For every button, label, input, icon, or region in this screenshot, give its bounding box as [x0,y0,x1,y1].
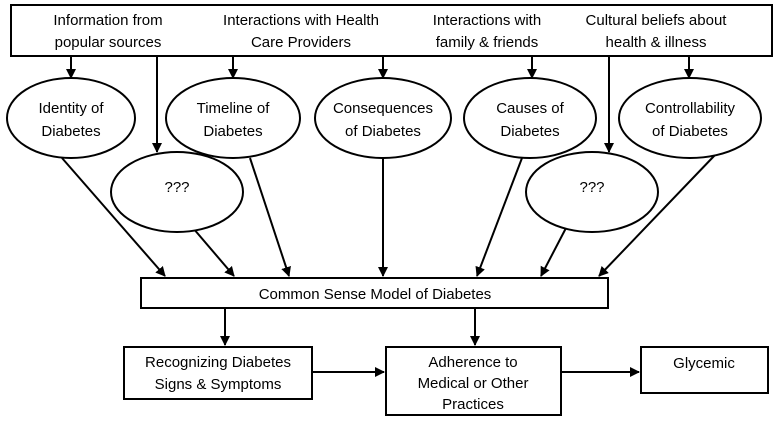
source-family-line-1: Interactions with [433,12,541,29]
ellipse-consequences: Consequences of Diabetes [314,77,452,159]
source-family-line-2: family & friends [436,34,539,51]
edge-identity-model [61,157,166,277]
ellipse-unknown-1: ??? [110,151,244,233]
source-popular-line-1: Information from [53,12,162,29]
controllability-line-1: Controllability [645,100,736,117]
outcome-recognizing-box: Recognizing Diabetes Signs & Symptoms [123,346,313,400]
source-popular-line-2: popular sources [55,34,162,51]
adherence-line-3: Practices [442,396,504,413]
ellipse-controllability: Controllability of Diabetes [618,77,762,159]
common-sense-model-label: Common Sense Model of Diabetes [259,286,492,303]
edge-unknown1-model [192,227,235,277]
ellipse-timeline: Timeline of Diabetes [165,77,301,159]
ellipse-causes: Causes of Diabetes [463,77,597,159]
glycemic-label: Glycemic [673,355,735,372]
ellipse-identity: Identity of Diabetes [6,77,136,159]
source-cultural-line-1: Cultural beliefs about [586,12,728,29]
source-providers-line-2: Care Providers [251,34,351,51]
adherence-line-1: Adherence to [428,354,517,371]
unknown-1-label: ??? [164,179,189,196]
identity-line-1: Identity of [38,100,104,117]
common-sense-model-box: Common Sense Model of Diabetes [140,277,609,309]
source-cultural-line-2: health & illness [606,34,707,51]
timeline-line-2: Diabetes [203,123,262,140]
recognizing-line-1: Recognizing Diabetes [145,354,291,371]
outcome-adherence-box: Adherence to Medical or Other Practices [385,346,562,416]
edge-timeline-model [249,157,291,277]
identity-line-2: Diabetes [41,123,100,140]
edges [61,56,716,377]
sources-box: Information from popular sources Interac… [10,4,773,57]
unknown-2-label: ??? [579,179,604,196]
causes-line-2: Diabetes [500,123,559,140]
source-providers-line-1: Interactions with Health [223,12,379,29]
consequences-line-1: Consequences [333,100,433,117]
timeline-line-1: Timeline of [197,100,271,117]
edge-causes-model [475,157,523,277]
recognizing-line-2: Signs & Symptoms [155,376,282,393]
ellipse-unknown-2: ??? [525,151,659,233]
edge-controllability-model [598,154,716,277]
adherence-line-2: Medical or Other [418,375,529,392]
outcome-glycemic-box: Glycemic [640,346,769,394]
edge-unknown2-model [540,227,567,277]
consequences-line-2: of Diabetes [345,123,421,140]
controllability-line-2: of Diabetes [652,123,728,140]
causes-line-1: Causes of [496,100,564,117]
